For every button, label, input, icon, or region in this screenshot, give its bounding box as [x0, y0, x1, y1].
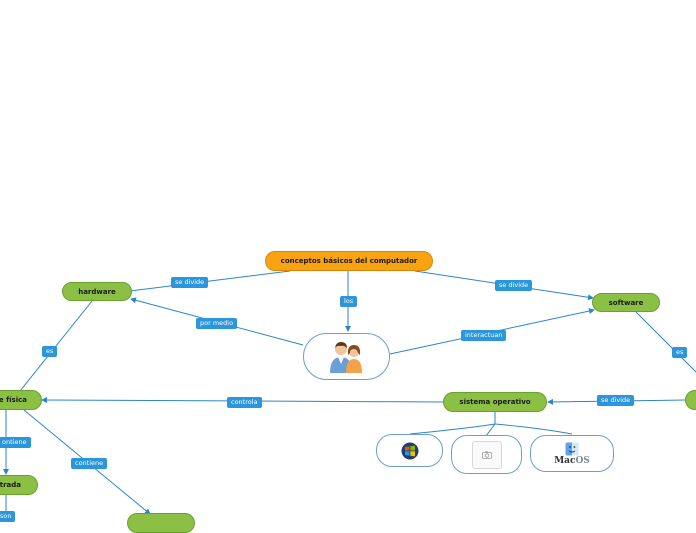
link-contiene-left[interactable]: ontiene	[0, 437, 31, 448]
link-por-medio[interactable]: por medio	[196, 318, 238, 329]
users-icon	[329, 341, 362, 373]
link-los[interactable]: los	[340, 296, 358, 307]
node-parte-fisica-label: e física	[0, 396, 27, 404]
node-bottom-partial[interactable]	[127, 513, 195, 533]
link-interactuan[interactable]: interactuan	[461, 330, 507, 341]
link-controla[interactable]: controla	[227, 397, 262, 408]
connector-software-right	[635, 311, 696, 373]
node-sistema-operativo[interactable]: sistema operativo	[443, 392, 547, 412]
node-software-label: software	[608, 298, 644, 307]
link-son[interactable]: son	[0, 511, 16, 522]
node-sistema-operativo-label: sistema operativo	[459, 398, 531, 406]
link-se-divide-so[interactable]: se divide	[597, 395, 635, 406]
connector-so-mac	[494, 423, 573, 435]
node-os-windows[interactable]	[376, 434, 443, 467]
image-placeholder	[471, 440, 502, 469]
link-es-software[interactable]: es	[672, 347, 688, 358]
link-se-divide-hardware[interactable]: se divide	[171, 277, 209, 288]
camera-icon	[481, 451, 492, 459]
connector-so-linux	[485, 423, 496, 437]
link-contiene[interactable]: contiene	[71, 458, 108, 469]
node-os-mac[interactable]: MacOS	[530, 435, 614, 472]
windows-icon	[401, 442, 418, 459]
node-entrada-label: trada	[0, 481, 21, 489]
node-software[interactable]: software	[592, 293, 660, 312]
macos-logo-text: MacOS	[554, 455, 590, 466]
connector-so-windows	[409, 423, 496, 435]
node-usuarios[interactable]	[303, 333, 390, 380]
finder-icon	[565, 442, 579, 455]
connector-root-hardware	[129, 270, 291, 292]
root-node-label: conceptos básicos del computador	[280, 257, 418, 265]
node-hardware[interactable]: hardware	[62, 282, 132, 301]
link-se-divide-software[interactable]: se divide	[495, 280, 533, 291]
node-os-linux[interactable]	[451, 435, 522, 474]
link-es-hardware[interactable]: es	[42, 346, 58, 357]
node-hardware-label: hardware	[78, 287, 116, 296]
root-node-conceptos[interactable]: conceptos básicos del computador	[265, 251, 433, 271]
node-parte-fisica[interactable]: e física	[0, 390, 42, 410]
node-entrada[interactable]: trada	[0, 475, 38, 495]
